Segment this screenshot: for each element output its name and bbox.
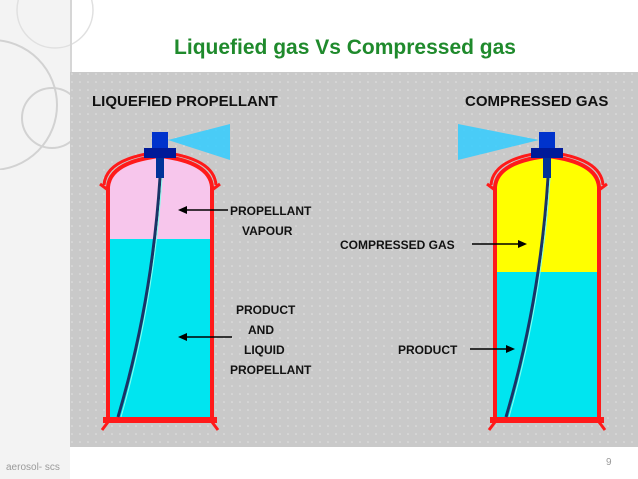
label-product-left: PRODUCT — [236, 303, 296, 317]
left-valve-stem — [156, 158, 164, 178]
right-dip-tube-highlight — [508, 177, 551, 418]
deco-circle-large — [0, 39, 58, 170]
right-can-foot-left — [487, 421, 497, 431]
left-heading: LIQUEFIED PROPELLANT — [92, 93, 278, 110]
arrowhead-compressed-gas — [518, 240, 527, 248]
label-vapour: VAPOUR — [242, 224, 293, 238]
aerosol-diagram: LIQUEFIED PROPELLANT P — [70, 72, 638, 447]
right-can-foot-right — [597, 421, 607, 431]
right-heading: COMPRESSED GAS — [465, 93, 608, 110]
slide-title: Liquefied gas Vs Compressed gas — [174, 36, 516, 59]
left-can-foot-left — [100, 421, 110, 431]
label-propellant: PROPELLANT — [230, 204, 312, 218]
right-can-rim-right — [598, 182, 608, 192]
arrowhead-propellant-vapour — [178, 206, 187, 214]
left-can-base — [103, 417, 217, 423]
label-product-right: PRODUCT — [398, 343, 458, 357]
right-spray-plume — [458, 124, 539, 160]
right-can-base — [490, 417, 604, 423]
right-valve-cup — [531, 148, 563, 158]
label-compressed-gas: COMPRESSED GAS — [340, 238, 455, 252]
arrowhead-product-right — [506, 345, 515, 353]
right-dip-tube — [504, 177, 550, 418]
left-margin-bar — [0, 0, 70, 479]
label-and: AND — [248, 323, 274, 337]
right-can-rim-left — [486, 182, 496, 192]
top-divider-line — [70, 0, 72, 72]
right-valve-stem — [543, 158, 551, 178]
left-can-foot-right — [210, 421, 220, 431]
label-propellant-liquid: PROPELLANT — [230, 363, 312, 377]
left-dip-tube — [116, 177, 162, 418]
left-valve-cup — [144, 148, 176, 158]
arrowhead-product-liquid — [178, 333, 187, 341]
left-can — [99, 124, 230, 431]
left-can-rim-right — [211, 182, 221, 192]
left-spray-plume — [168, 124, 230, 160]
deco-circle-top — [16, 0, 94, 49]
left-can-rim-left — [99, 182, 109, 192]
label-liquid: LIQUID — [244, 343, 285, 357]
footer-text: aerosol- scs — [6, 462, 60, 473]
left-dip-tube-highlight — [120, 177, 163, 418]
page-number: 9 — [606, 457, 612, 468]
